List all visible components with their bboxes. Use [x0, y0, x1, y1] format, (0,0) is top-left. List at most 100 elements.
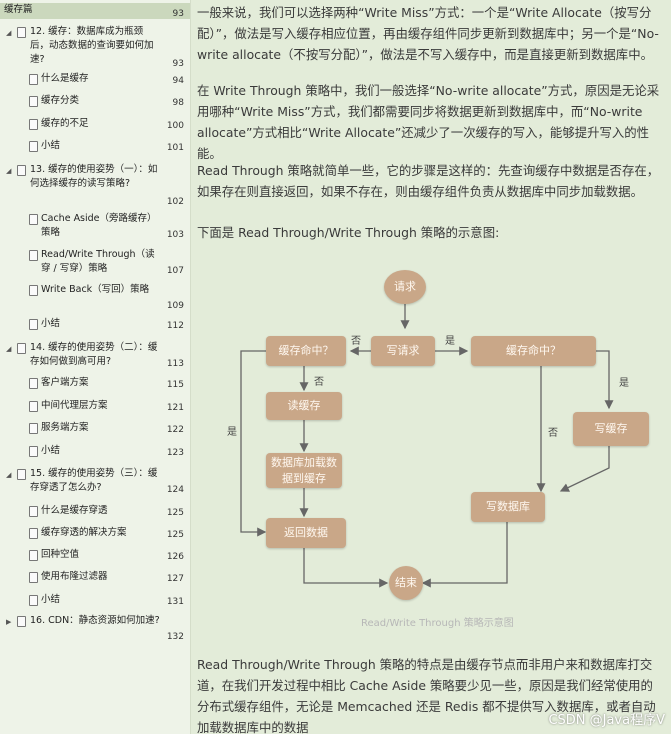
page-icon	[29, 319, 38, 330]
caret-down-icon[interactable]: ◢	[6, 345, 12, 353]
toc-item-page: 103	[166, 230, 184, 240]
toc-item[interactable]: Write Back（写回）策略 109	[0, 283, 190, 311]
toc-item-page: 132	[166, 632, 184, 642]
toc-item-page: 93	[172, 59, 184, 69]
paragraph-write-through: 在 Write Through 策略中，我们一般选择“No-write allo…	[197, 83, 660, 161]
toc-item-page: 102	[166, 197, 184, 207]
toc-item[interactable]: ◢ 12. 缓存：数据库成为瓶颈后，动态数据的查询要如何加速? 93	[0, 25, 190, 69]
toc-item-page: 107	[166, 266, 184, 276]
toc-item-label: 缓存穿透的解决方案	[41, 527, 127, 538]
request-node: 请求	[384, 270, 426, 304]
toc-item-page: 112	[166, 321, 184, 331]
page-icon	[17, 616, 26, 627]
toc-item[interactable]: Cache Aside（旁路缓存）策略 103	[0, 212, 190, 240]
cache-hit-left-node: 缓存命中？	[266, 336, 346, 366]
page-icon	[29, 74, 38, 85]
toc-item-page: 124	[166, 485, 184, 495]
toc-item[interactable]: 小结 112	[0, 317, 190, 331]
toc-item-label: 缓存篇	[4, 4, 33, 15]
end-node: 结束	[389, 566, 423, 600]
load-db-node: 数据库加载数据到缓存	[266, 453, 342, 488]
toc-item-label: 什么是缓存穿透	[41, 505, 108, 516]
toc-item[interactable]: 缓存穿透的解决方案 125	[0, 526, 190, 540]
return-data-node: 返回数据	[266, 518, 346, 548]
page-icon	[29, 119, 38, 130]
toc-item-page: 126	[166, 552, 184, 562]
toc-item-page: 98	[172, 98, 184, 108]
page-icon	[29, 572, 38, 583]
write-cache-node: 写缓存	[573, 412, 649, 446]
toc-item[interactable]: ◢ 15. 缓存的使用姿势（三）：缓存穿透了怎么办? 124	[0, 467, 190, 495]
toc-item-label: 服务端方案	[41, 422, 89, 433]
page-icon	[29, 285, 38, 296]
page-icon	[17, 469, 26, 480]
page-icon	[29, 250, 38, 261]
page-icon	[29, 141, 38, 152]
toc-item-label: 中间代理层方案	[41, 400, 108, 411]
label-yes-top: 是	[445, 336, 455, 347]
label-no-read: 否	[314, 377, 324, 388]
toc-item-label: Cache Aside（旁路缓存）策略	[41, 213, 157, 238]
toc-item-label: 小结	[41, 594, 61, 605]
document-content: 一般来说，我们可以选择两种“Write Miss”方式：一个是“Write Al…	[191, 0, 671, 734]
toc-item-page: 125	[166, 508, 184, 518]
toc-item-label: 13. 缓存的使用姿势（一）：如何选择缓存的读写策略?	[30, 164, 158, 189]
toc-item-label: 16. CDN：静态资源如何加速?	[30, 615, 160, 626]
toc-item-page: 125	[166, 530, 184, 540]
label-no-right: 否	[548, 428, 558, 439]
toc-item-label: 小结	[41, 318, 61, 329]
caret-down-icon[interactable]: ◢	[6, 29, 12, 37]
toc-sidebar: 缓存篇 93 ◢ 12. 缓存：数据库成为瓶颈后，动态数据的查询要如何加速? 93 什么是…	[0, 0, 191, 734]
toc-item-label: 缓存分类	[41, 95, 80, 106]
page-icon	[29, 214, 38, 225]
toc-item-label: 使用布隆过滤器	[41, 571, 108, 582]
toc-item-page: 93	[172, 9, 184, 19]
toc-item[interactable]: ◢ 13. 缓存的使用姿势（一）：如何选择缓存的读写策略? 102	[0, 163, 190, 207]
toc-item-label: Write Back（写回）策略	[41, 284, 150, 295]
toc-item-label: 什么是缓存	[41, 73, 89, 84]
toc-item-label: 12. 缓存：数据库成为瓶颈后，动态数据的查询要如何加速?	[30, 26, 154, 65]
page-icon	[29, 401, 38, 412]
toc-item-page: 115	[166, 380, 184, 390]
paragraph-characteristics: Read Through/Write Through 策略的特点是由缓存节点而非…	[197, 657, 656, 734]
toc-item[interactable]: 使用布隆过滤器 127	[0, 570, 190, 584]
flow-diagram: 请求 写请求 缓存命中？ 缓存命中？ 读缓存 数据库加载数据到缓存 返回数据 写…	[191, 236, 671, 636]
toc-item[interactable]: ◢ 14. 缓存的使用姿势（二）：缓存如何做到高可用? 113	[0, 341, 190, 369]
toc-item-page: 100	[166, 121, 184, 131]
toc-item-label: 客户端方案	[41, 377, 89, 388]
page-icon	[17, 343, 26, 354]
toc-item[interactable]: 小结 131	[0, 593, 190, 607]
toc-item-page: 131	[166, 597, 184, 607]
toc-item-page: 127	[166, 574, 184, 584]
csdn-watermark: CSDN @Java程序V	[548, 713, 665, 728]
caret-down-icon[interactable]: ◢	[6, 471, 12, 479]
paragraph-read-through: Read Through 策略就简单一些，它的步骤是这样的：先查询缓存中数据是否…	[197, 163, 660, 199]
caret-right-icon[interactable]: ▶	[6, 618, 12, 626]
read-cache-node: 读缓存	[266, 392, 342, 420]
label-no-left: 否	[351, 336, 361, 347]
toc-item-label: 15. 缓存的使用姿势（三）：缓存穿透了怎么办?	[30, 468, 158, 493]
toc-item[interactable]: 客户端方案 115	[0, 376, 190, 390]
toc-item-label: 14. 缓存的使用姿势（二）：缓存如何做到高可用?	[30, 342, 158, 367]
page-icon	[29, 506, 38, 517]
toc-item[interactable]: ▶ 16. CDN：静态资源如何加速? 132	[0, 614, 190, 642]
toc-item[interactable]: 缓存篇 93	[0, 3, 190, 19]
toc-item-page: 109	[166, 301, 184, 311]
toc-item[interactable]: 缓存的不足 100	[0, 117, 190, 131]
toc-item[interactable]: 缓存分类 98	[0, 94, 190, 108]
write-request-node: 写请求	[371, 336, 435, 366]
toc-item-page: 101	[166, 143, 184, 153]
toc-item-label: 缓存的不足	[41, 118, 89, 129]
toc-item-page: 123	[166, 448, 184, 458]
page-icon	[29, 378, 38, 389]
toc-item[interactable]: 什么是缓存穿透 125	[0, 504, 190, 518]
toc-item-page: 113	[166, 359, 184, 369]
caret-down-icon[interactable]: ◢	[6, 167, 12, 175]
